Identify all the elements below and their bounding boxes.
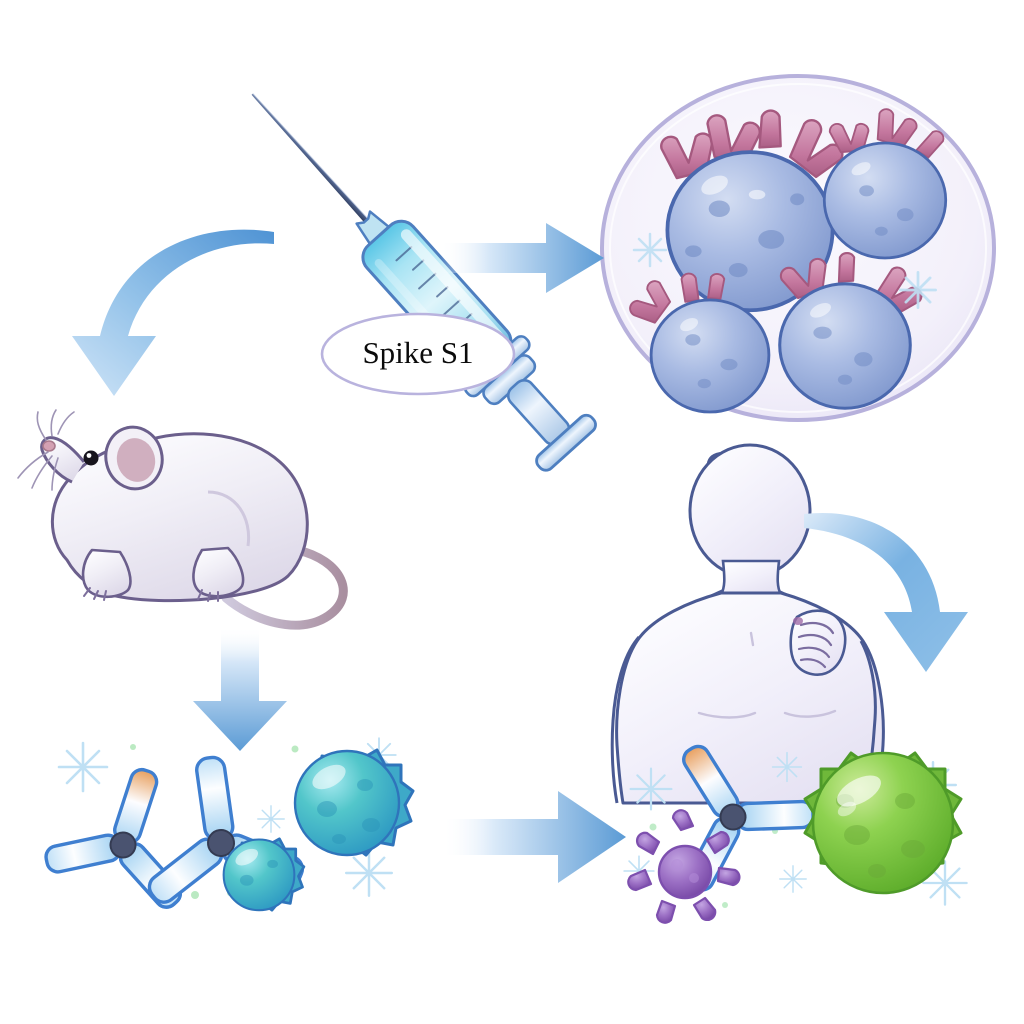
antibody-production [25,725,445,955]
antigen-label-text: Spike S1 [362,335,473,370]
syringe-needle [251,93,369,223]
sparkle-icon [632,232,937,309]
human-hand [789,609,847,676]
mouse-whiskers [17,409,75,491]
antigen-label: Spike S1 [312,306,524,402]
mouse-tail [221,545,348,630]
mouse-paws [83,587,219,602]
antibody [44,767,183,909]
virus-particle [778,252,923,410]
arrow-mouse-to-antibodies [185,625,295,755]
mouse-eye-highlight [86,453,92,458]
arrow-syringe-to-dish [438,215,608,301]
virus-particle [629,272,771,414]
green-cell [803,751,963,895]
teal-cell [293,748,415,857]
syringe-plunger [506,378,597,472]
human-neck [718,559,784,597]
mouse-eye [83,450,99,466]
mouse-ear [104,425,164,491]
mouse-nose [42,440,56,452]
human-recipient [595,443,935,805]
sparkle-icon [57,737,397,898]
arrow-syringe-to-mouse [60,229,280,412]
antigen-label-pill [320,312,516,396]
human-head [688,443,812,579]
virus-particle [822,108,948,260]
antibody-neutralization [615,744,1015,965]
mouse-haunch-line [207,490,251,547]
mouse-legs [81,546,245,599]
virus-particle-dish [600,70,1000,430]
arrow-antibodies-to-human [440,785,630,895]
human-contours [697,631,837,719]
teal-cell [222,837,306,912]
immunized-mouse [12,400,362,635]
arrow-human-to-protection [800,500,990,680]
purple-pathogen [627,809,741,924]
human-arm-left [610,636,641,804]
